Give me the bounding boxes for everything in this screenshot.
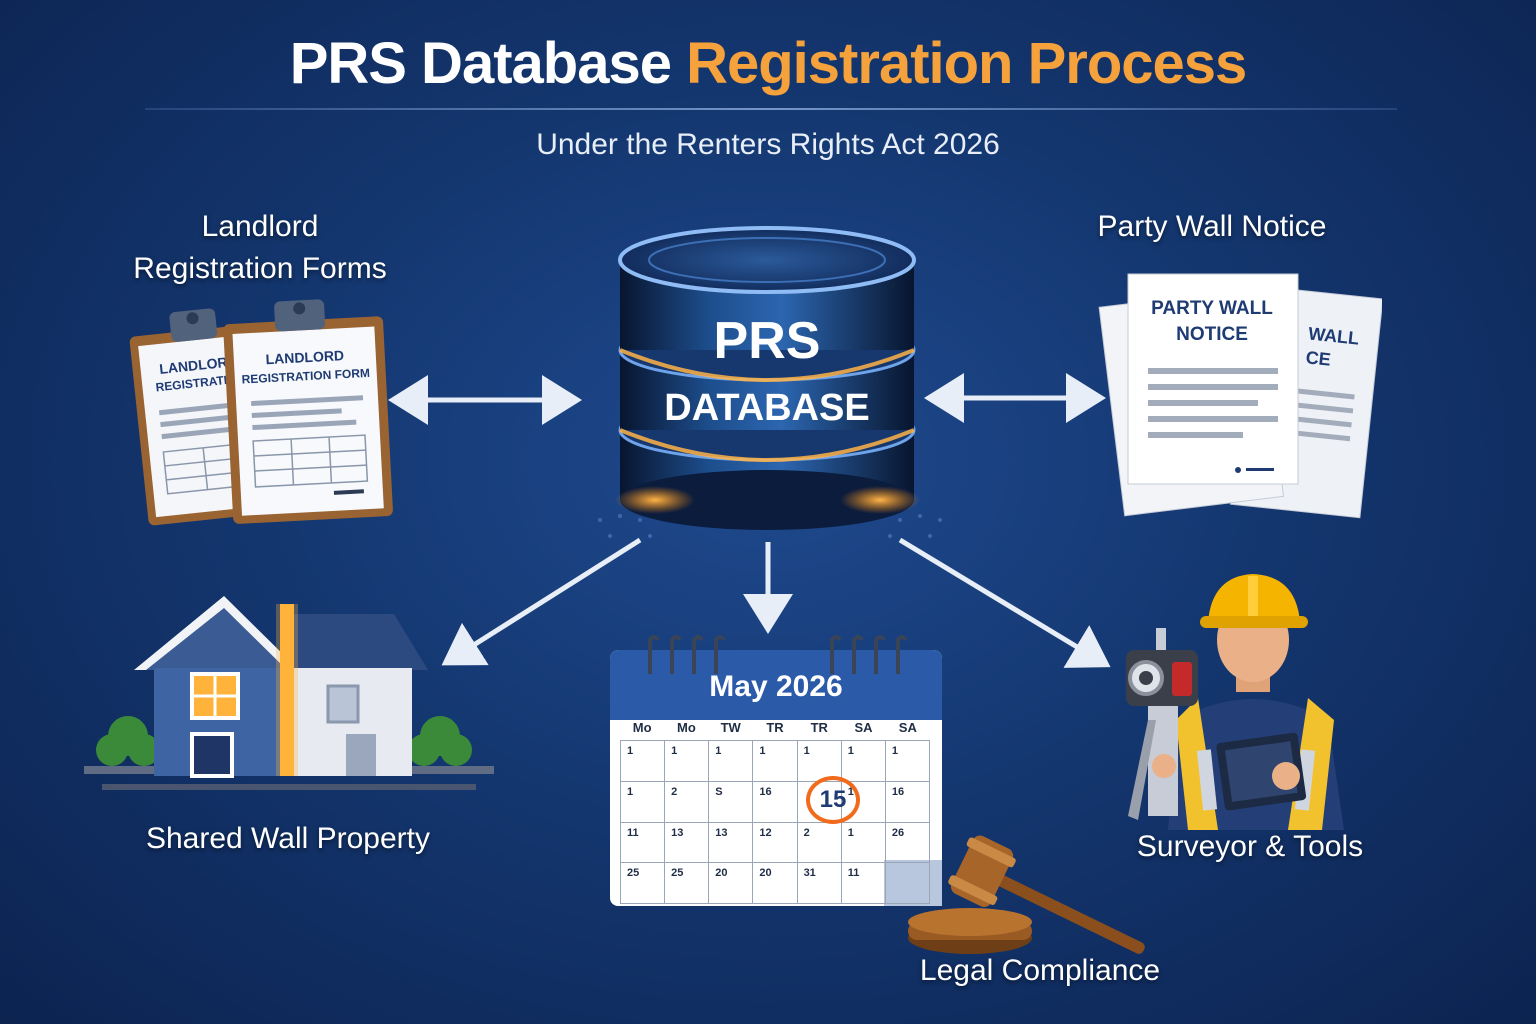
calendar-day-cell: 2 — [797, 822, 842, 864]
calendar-day-cell: 26 — [885, 822, 930, 864]
notice-front: PARTY WALL NOTICE — [1127, 273, 1299, 485]
calendar-day-cell: 13 — [665, 822, 710, 864]
highlight-date: 15 — [819, 786, 847, 813]
title-divider — [145, 108, 1397, 110]
survey-instrument-icon — [1126, 628, 1198, 820]
calendar-day-cell: 13 — [709, 822, 754, 864]
landlord-label-line2: Registration Forms — [133, 252, 387, 285]
calendar-day-cell: 16 — [885, 781, 930, 823]
weekday-5: TR — [810, 720, 828, 735]
calendar-day-cell: 1 — [621, 741, 666, 782]
weekday-3: TW — [720, 720, 741, 735]
weekday-6: SA — [854, 720, 873, 735]
database-line1: PRS — [714, 312, 821, 370]
house-right — [294, 614, 428, 776]
party-wall-front-line2: NOTICE — [1176, 324, 1248, 345]
party-wall-back-line2: CE — [1305, 347, 1332, 370]
surveyor-illustration — [1126, 574, 1344, 830]
calendar-day-cell: 1 — [841, 741, 886, 782]
title-part-white: PRS Database — [289, 31, 672, 96]
calendar-day-cell: 16 — [753, 781, 798, 823]
surveyor-label: Surveyor & Tools — [1136, 830, 1364, 863]
calendar-day-cell: 25 — [665, 863, 710, 904]
party-wall-front-line1: PARTY WALL — [1151, 298, 1273, 319]
calendar-day-cell: 20 — [753, 863, 798, 904]
calendar-day-cell: 31 — [797, 863, 842, 904]
arrow-database-surveyor — [898, 537, 1111, 668]
house-left — [134, 596, 299, 778]
clipboard-front: LANDLORD REGISTRATION FORM — [223, 299, 393, 524]
calendar-day-cell: 2 — [665, 781, 710, 823]
weekday-1: Mo — [632, 720, 652, 735]
gavel-icon — [908, 835, 1145, 954]
calendar-day-cell: 25 — [621, 863, 666, 904]
party-wall-notice-illustration: WALL CE PARTY WALL NOTICE — [1098, 273, 1382, 519]
calendar-day-cell: 1 — [621, 781, 666, 823]
database-line2: DATABASE — [664, 387, 869, 429]
calendar-frame — [610, 635, 942, 906]
calendar-day-cell: 11 — [841, 863, 886, 904]
landlord-forms-illustration: LANDLORD REGISTRATION LANDLORD REGISTRAT… — [129, 299, 393, 526]
calendar-day-cell: 1 — [885, 741, 930, 782]
landlord-label: Landlord Registration Forms — [110, 206, 410, 290]
shared-wall-house-illustration — [84, 596, 494, 790]
weekday-7: SA — [898, 720, 917, 735]
prs-database-icon: PRS DATABASE — [598, 226, 942, 538]
subtitle: Under the Renters Rights Act 2026 — [536, 128, 1000, 161]
page-title: PRS Database Registration Process — [0, 30, 1536, 97]
calendar-day-cell: 1 — [753, 741, 798, 782]
landlord-label-line1: Landlord — [201, 210, 319, 243]
calendar-rings — [648, 635, 908, 674]
weekday-4: TR — [766, 720, 784, 735]
calendar-day-cell — [885, 863, 930, 904]
bush-right — [408, 716, 472, 766]
title-part-orange: Registration Process — [686, 31, 1247, 96]
calendar-day-cell: 11 — [621, 822, 666, 864]
landlord-doc-front-line2: REGISTRATION FORM — [241, 366, 370, 387]
calendar-day-cell: 1 — [709, 741, 754, 782]
arrow-database-sharedwall — [441, 537, 642, 666]
calendar-day-cell: 1 — [665, 741, 710, 782]
shared-wall-label: Shared Wall Property — [145, 822, 430, 855]
highlight-date-circle: 15 — [806, 776, 860, 824]
landlord-doc-front-line1: LANDLORD — [265, 347, 344, 367]
calendar-day-cell: 1 — [841, 822, 886, 864]
weekday-2: Mo — [677, 720, 696, 735]
calendar-day-cell: S — [709, 781, 754, 823]
calendar-month: May 2026 — [709, 670, 843, 703]
calendar-day-cell: 12 — [753, 822, 798, 864]
calendar-weekdays: Mo Mo TW TR TR SA SA — [620, 720, 930, 740]
bush-left — [96, 716, 160, 766]
shared-wall-glow — [280, 604, 294, 776]
calendar-day-cell: 20 — [709, 863, 754, 904]
legal-label: Legal Compliance — [919, 954, 1161, 987]
party-wall-label: Party Wall Notice — [1097, 210, 1327, 243]
